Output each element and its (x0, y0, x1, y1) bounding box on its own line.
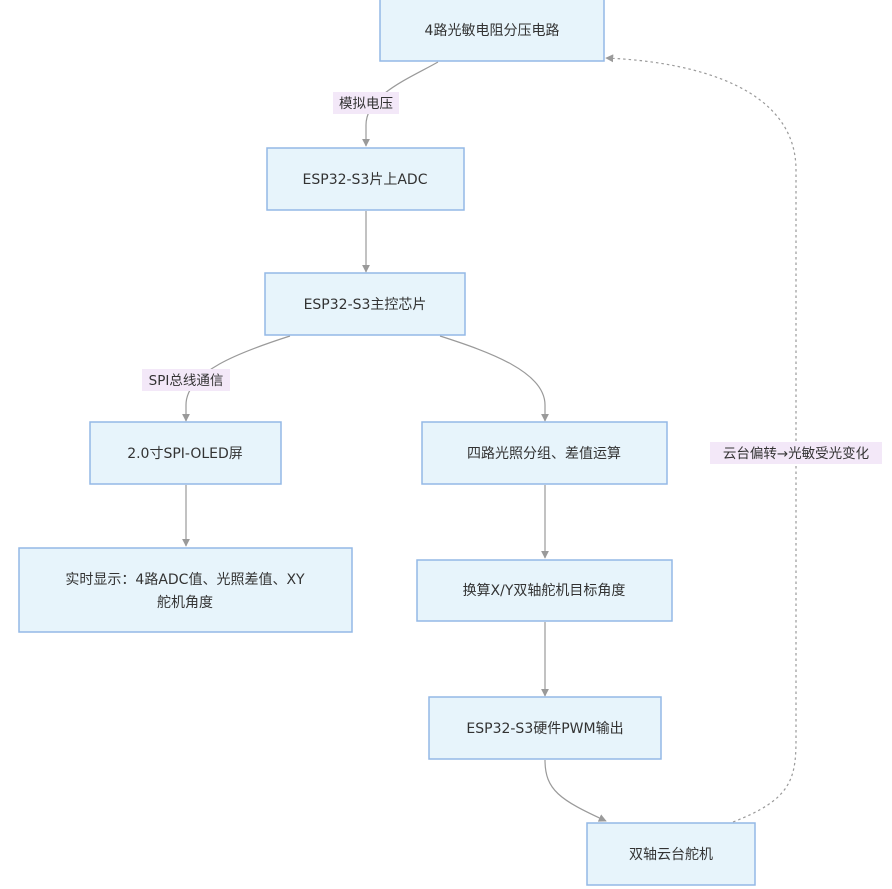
edge-pwm-to-servo (544, 759, 607, 822)
node-mcu[interactable]: ESP32-S3主控芯片 (264, 272, 466, 336)
svg-text:云台偏转→光敏受光变化: 云台偏转→光敏受光变化 (723, 446, 869, 462)
edge-mcu-to-calc (439, 335, 549, 422)
svg-text:4路光敏电阻分压电路: 4路光敏电阻分压电路 (425, 23, 560, 39)
svg-text:实时显示：4路ADC值、光照差值、XY: 实时显示：4路ADC值、光照差值、XY (65, 572, 305, 588)
edge-label-analog-voltage: 模拟电压 (333, 92, 399, 114)
svg-text:舵机角度: 舵机角度 (157, 595, 213, 611)
node-light-diff-calc[interactable]: 四路光照分组、差值运算 (421, 421, 668, 485)
svg-text:四路光照分组、差值运算: 四路光照分组、差值运算 (467, 446, 621, 462)
svg-text:SPI总线通信: SPI总线通信 (149, 373, 224, 389)
node-adc[interactable]: ESP32-S3片上ADC (266, 147, 465, 211)
svg-text:换算X/Y双轴舵机目标角度: 换算X/Y双轴舵机目标角度 (463, 582, 626, 599)
svg-text:模拟电压: 模拟电压 (339, 96, 393, 112)
edge-mcu-to-oled (182, 335, 291, 422)
edge-label-feedback: 云台偏转→光敏受光变化 (710, 442, 882, 464)
svg-text:ESP32-S3主控芯片: ESP32-S3主控芯片 (304, 297, 427, 313)
edge-label-spi-bus: SPI总线通信 (142, 369, 230, 391)
node-oled-screen[interactable]: 2.0寸SPI-OLED屏 (89, 421, 282, 485)
node-gimbal-servo[interactable]: 双轴云台舵机 (586, 822, 756, 886)
svg-text:ESP32-S3硬件PWM输出: ESP32-S3硬件PWM输出 (466, 721, 623, 737)
node-pwm-output[interactable]: ESP32-S3硬件PWM输出 (428, 696, 662, 760)
svg-text:ESP32-S3片上ADC: ESP32-S3片上ADC (303, 172, 428, 188)
node-photoresistor-divider[interactable]: 4路光敏电阻分压电路 (379, 0, 605, 62)
node-servo-angle-convert[interactable]: 换算X/Y双轴舵机目标角度 (416, 559, 673, 622)
svg-text:2.0寸SPI-OLED屏: 2.0寸SPI-OLED屏 (127, 446, 243, 462)
svg-text:双轴云台舵机: 双轴云台舵机 (629, 847, 713, 863)
node-realtime-display[interactable]: 实时显示：4路ADC值、光照差值、XY 舵机角度 (18, 547, 353, 633)
edge-sensor-to-adc (362, 61, 439, 147)
